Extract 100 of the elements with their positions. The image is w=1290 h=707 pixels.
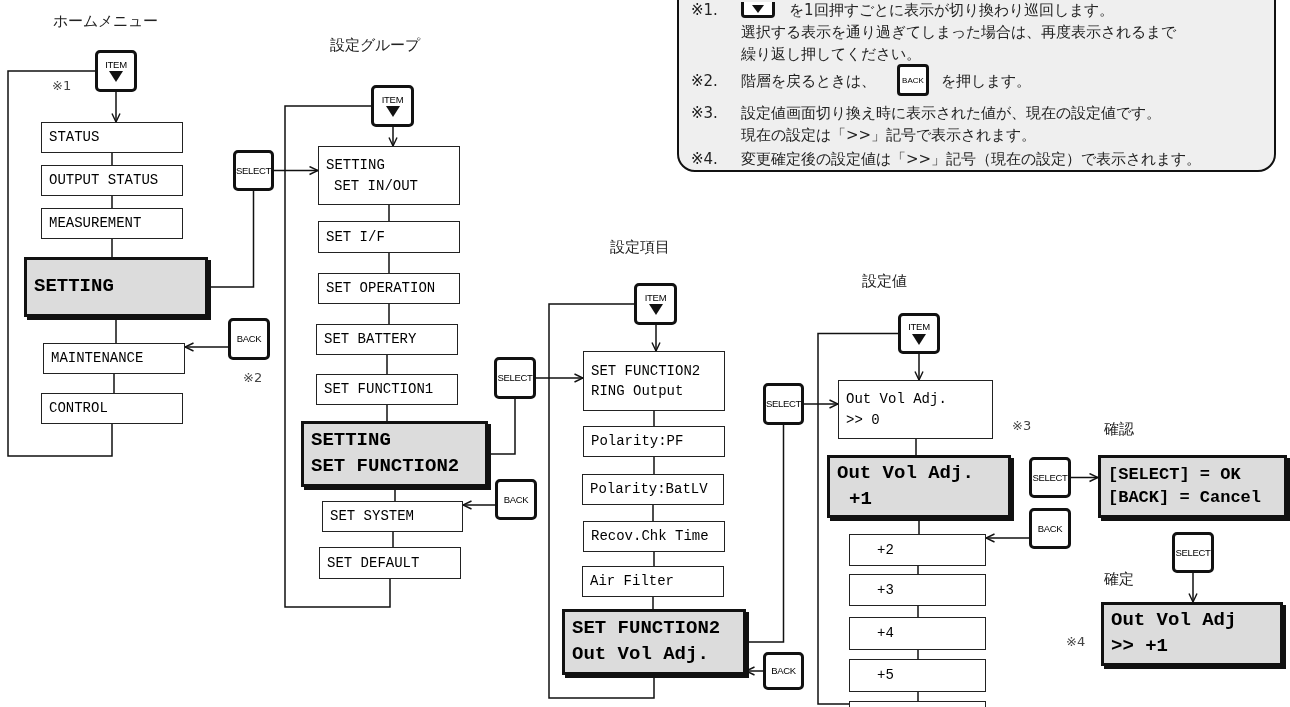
display-text: CONTROL	[49, 399, 109, 419]
connector-line	[653, 410, 655, 427]
arrow	[1188, 572, 1198, 603]
item-key: ITEM	[95, 50, 137, 92]
connector-line	[386, 354, 388, 375]
display-text: SET BATTERY	[324, 330, 418, 350]
display-text: +1	[848, 486, 873, 512]
arrow	[535, 373, 584, 383]
lcd-display	[41, 122, 183, 153]
display-text: +2	[876, 540, 895, 560]
connector-line	[917, 691, 919, 702]
note-number: ※2.	[691, 71, 718, 92]
display-text: SET OPERATION	[326, 279, 437, 299]
back-key: BACK	[228, 318, 270, 360]
connector-line	[111, 195, 113, 209]
display-text: >> +1	[1111, 634, 1169, 659]
lcd-display	[322, 501, 463, 532]
display-text: STATUS	[49, 128, 101, 148]
display-text: Out Vol Adj.	[846, 390, 948, 410]
arrow	[651, 324, 661, 352]
select-key: SELECT	[1172, 532, 1214, 573]
display-text: SET FUNCTION2	[572, 616, 722, 642]
display-text: SET FUNCTION2	[591, 361, 702, 381]
display-text: Out Vol Adj.	[572, 642, 710, 667]
highlighted-lcd-display	[562, 609, 746, 675]
item-key: ITEM	[898, 313, 940, 354]
arrow	[914, 353, 924, 381]
highlighted-lcd-display	[1098, 455, 1287, 518]
lcd-display	[582, 566, 724, 597]
note-mark: ※3	[1012, 418, 1032, 433]
display-text: SET SYSTEM	[330, 507, 415, 527]
connector-line	[917, 605, 919, 618]
item-key: ITEM	[634, 283, 677, 325]
display-text: SETTING	[34, 274, 115, 300]
lcd-display	[41, 165, 183, 196]
connector-line	[388, 204, 390, 222]
note-mark: ※1	[52, 78, 72, 93]
note-number: ※1.	[691, 0, 718, 21]
lcd-display	[582, 474, 724, 505]
note-mark: ※2	[243, 370, 263, 385]
note-number: ※4.	[691, 149, 718, 170]
lcd-display	[318, 221, 460, 253]
lcd-display	[41, 393, 183, 424]
display-text: [BACK] = Cancel	[1108, 486, 1263, 509]
lcd-display	[318, 273, 460, 304]
highlighted-lcd-display	[301, 421, 488, 487]
loop-line	[284, 105, 391, 608]
highlighted-lcd-display	[827, 455, 1011, 518]
section-heading: ホームメニュー	[53, 12, 158, 31]
display-text: Out Vol Adj.	[837, 460, 975, 486]
connector-line	[111, 238, 113, 258]
loop-line	[817, 332, 899, 705]
connector-line	[388, 303, 390, 325]
display-text: Polarity:PF	[591, 432, 685, 452]
connector-line	[915, 438, 917, 456]
arrow	[184, 342, 229, 352]
loop-line	[548, 303, 655, 699]
highlighted-lcd-display	[24, 257, 208, 317]
back-key: BACK	[495, 479, 537, 520]
lcd-display	[316, 324, 458, 355]
lcd-display	[319, 547, 461, 579]
lcd-display	[583, 426, 725, 457]
lcd-display	[849, 574, 986, 606]
connector-line	[113, 373, 115, 394]
display-text: SET I/F	[326, 227, 386, 247]
arrow	[111, 91, 121, 123]
connector-line	[392, 531, 394, 548]
section-heading: 確認	[1104, 420, 1134, 439]
section-heading: 確定	[1104, 570, 1134, 589]
arrow	[273, 165, 319, 176]
arrow	[985, 533, 1030, 543]
empty-display	[849, 701, 986, 707]
section-heading: 設定グループ	[330, 36, 420, 55]
lcd-display	[316, 374, 458, 405]
lcd-display	[41, 208, 183, 239]
connector-line	[388, 252, 390, 274]
connector-line	[111, 152, 113, 166]
highlighted-lcd-display	[1101, 602, 1283, 666]
display-text: [SELECT] = OK	[1108, 463, 1242, 486]
display-text: +5	[876, 666, 895, 686]
lcd-display	[318, 146, 460, 205]
section-heading: 設定項目	[610, 238, 670, 257]
arrow	[1070, 472, 1099, 483]
lcd-display	[849, 534, 986, 566]
arrow	[388, 126, 398, 147]
loop-line	[7, 70, 113, 457]
display-text: +3	[876, 580, 895, 600]
display-text: Recov.Chk Time	[591, 527, 710, 547]
display-text: +4	[876, 624, 895, 644]
item-key: ITEM	[371, 85, 414, 127]
connector-line	[917, 565, 919, 575]
select-key: SELECT	[763, 383, 804, 425]
note-number: ※3.	[691, 103, 718, 124]
select-key: SELECT	[233, 150, 274, 191]
connector-line	[652, 504, 654, 522]
display-text: SETTING	[326, 156, 386, 176]
back-key: BACK	[897, 64, 929, 96]
display-text: Polarity:BatLV	[590, 480, 709, 500]
select-key: SELECT	[494, 357, 536, 399]
display-text: RING Output	[591, 382, 685, 401]
